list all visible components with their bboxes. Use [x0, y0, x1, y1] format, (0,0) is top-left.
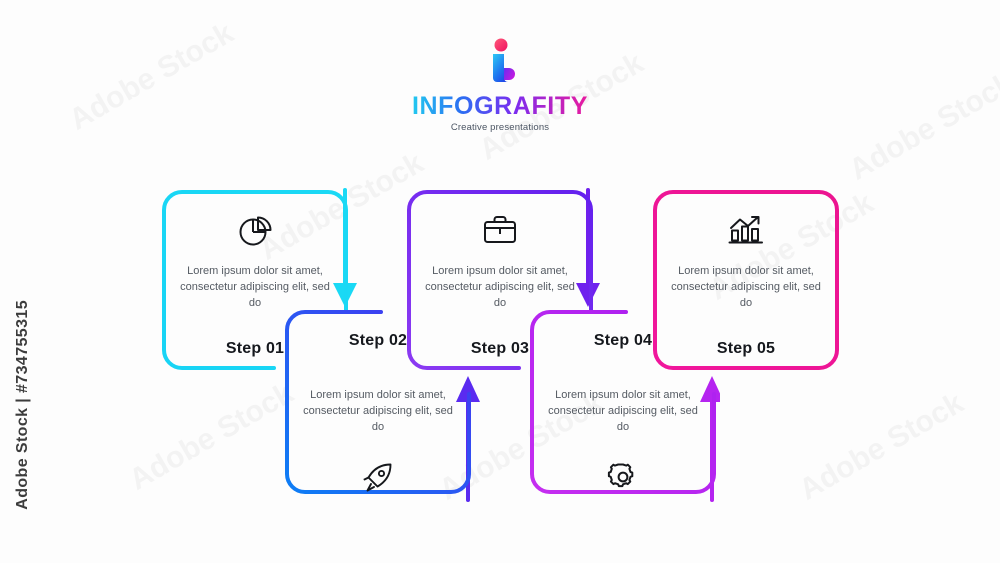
gear-icon	[606, 458, 640, 496]
step-card-4-label: Step 04	[593, 332, 653, 349]
briefcase-icon	[481, 208, 519, 252]
step-card-5[interactable]: Lorem ipsum dolor sit amet, consectetur …	[653, 190, 839, 370]
letter-i-logo-icon	[477, 38, 523, 90]
step-card-3[interactable]: Lorem ipsum dolor sit amet, consectetur …	[407, 190, 593, 370]
stock-id-watermark: Adobe Stock | #734755315	[14, 300, 31, 510]
brand-wordmark: INFOGRAFITY	[411, 92, 589, 120]
step-card-5-frame	[653, 190, 839, 370]
pie-chart-icon	[236, 208, 274, 252]
step-card-1-frame	[162, 190, 348, 370]
step-card-1-description: Lorem ipsum dolor sit amet, consectetur …	[180, 265, 330, 309]
step-card-2[interactable]: Step 02 Lorem ipsum dolor sit amet, cons…	[285, 310, 471, 496]
step-card-2-description: Lorem ipsum dolor sit amet, consectetur …	[303, 389, 453, 433]
step-card-4-frame	[530, 310, 716, 494]
step-card-5-description: Lorem ipsum dolor sit amet, consectetur …	[671, 265, 821, 309]
step-card-4-description: Lorem ipsum dolor sit amet, consectetur …	[548, 389, 698, 433]
step-card-1[interactable]: Lorem ipsum dolor sit amet, consectetur …	[162, 190, 348, 370]
growth-chart-icon	[727, 208, 765, 252]
rocket-icon	[360, 458, 396, 496]
step-card-3-label: Step 03	[470, 339, 530, 357]
step-card-2-label: Step 02	[348, 332, 408, 349]
watermark-tile: Adobe Stock	[793, 386, 970, 507]
step-card-3-description: Lorem ipsum dolor sit amet, consectetur …	[425, 265, 575, 309]
step-card-1-label: Step 01	[225, 339, 285, 357]
step-card-5-label: Step 05	[716, 339, 776, 357]
brand-logo: INFOGRAFITY Creative presentations	[0, 38, 1000, 133]
watermark-tile: Adobe Stock	[123, 376, 300, 497]
brand-tagline: Creative presentations	[450, 122, 550, 134]
step-card-3-frame	[407, 190, 593, 370]
step-card-4[interactable]: Step 04 Lorem ipsum dolor sit amet, cons…	[530, 310, 716, 496]
step-card-2-frame	[285, 310, 471, 494]
